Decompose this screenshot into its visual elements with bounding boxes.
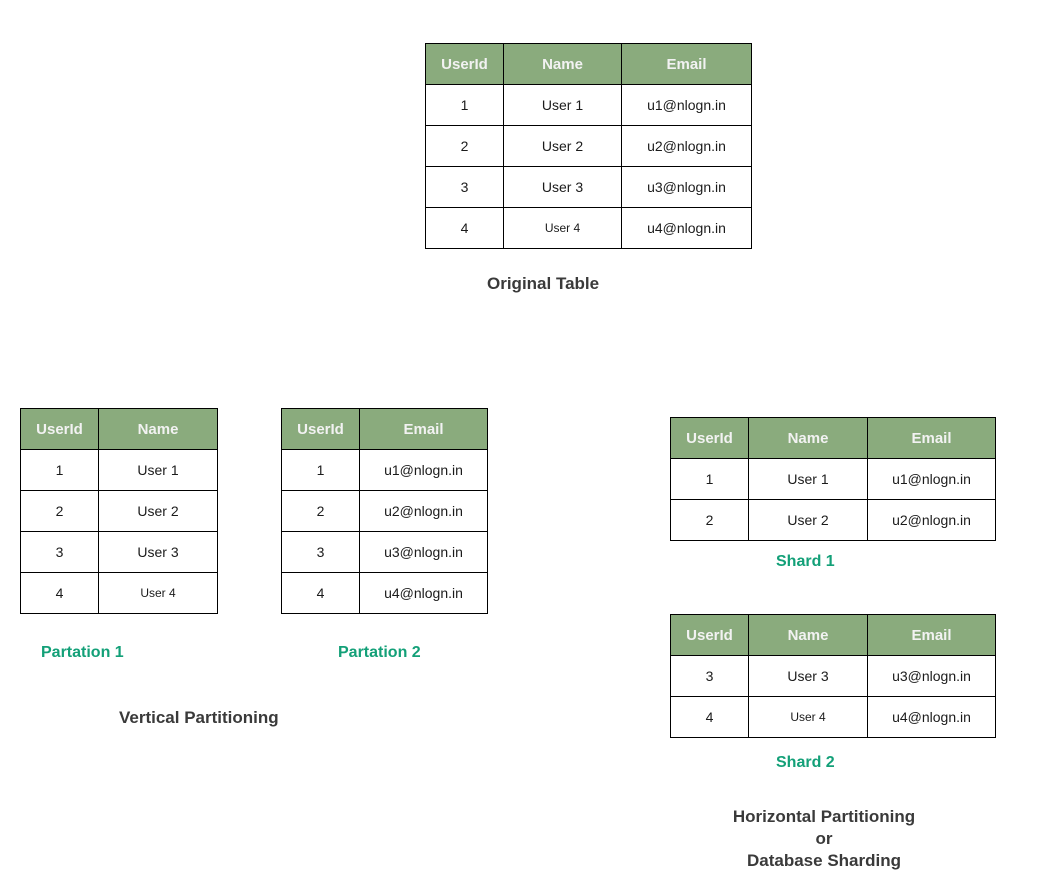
column-header: Email [621,43,752,85]
table-cell: 4 [20,572,99,614]
table-cell: 2 [20,490,99,532]
column-header: Name [748,614,868,656]
table-cell: 4 [425,207,504,249]
column-header: Email [867,614,996,656]
table-cell: u4@nlogn.in [621,207,752,249]
table-cell: 3 [425,166,504,208]
column-header: UserId [20,408,99,450]
table-cell: User 2 [98,490,218,532]
table-cell: User 4 [503,207,622,249]
horizontal-partitioning-label: Horizontal Partitioning or Database Shar… [690,806,958,872]
partition-1-caption: Partation 1 [41,644,124,661]
column-header: Name [748,417,868,459]
table-cell: u3@nlogn.in [621,166,752,208]
table-cell: u1@nlogn.in [621,84,752,126]
table-cell: u3@nlogn.in [867,655,996,697]
column-header: Email [359,408,488,450]
table-cell: User 1 [503,84,622,126]
table-cell: u2@nlogn.in [359,490,488,532]
column-header: UserId [425,43,504,85]
original-table-caption: Original Table [487,274,600,293]
vertical-partitioning-label: Vertical Partitioning [119,708,279,727]
table-cell: User 2 [503,125,622,167]
table-cell: u1@nlogn.in [867,458,996,500]
table-cell: 3 [20,531,99,573]
table-cell: User 3 [98,531,218,573]
table-cell: 2 [281,490,360,532]
table-cell: u2@nlogn.in [867,499,996,541]
table-cell: 3 [281,531,360,573]
table-cell: 4 [670,696,749,738]
column-header: Name [98,408,218,450]
table-cell: User 4 [98,572,218,614]
horizontal-label-line3: Database Sharding [747,851,901,870]
column-header: UserId [670,614,749,656]
column-header: UserId [281,408,360,450]
horizontal-label-line2: or [815,829,833,848]
column-header: UserId [670,417,749,459]
table-cell: 1 [20,449,99,491]
table-cell: 1 [281,449,360,491]
shard-1-caption: Shard 1 [776,553,835,570]
column-header: Email [867,417,996,459]
shard-2-caption: Shard 2 [776,754,835,771]
table-cell: u4@nlogn.in [359,572,488,614]
table-cell: u3@nlogn.in [359,531,488,573]
table-cell: u1@nlogn.in [359,449,488,491]
table-cell: u4@nlogn.in [867,696,996,738]
partition-2-caption: Partation 2 [338,644,421,661]
table-cell: 2 [425,125,504,167]
table-cell: 1 [425,84,504,126]
table-cell: 1 [670,458,749,500]
table-cell: User 3 [748,655,868,697]
table-cell: 2 [670,499,749,541]
column-header: Name [503,43,622,85]
table-cell: 3 [670,655,749,697]
table-cell: User 1 [98,449,218,491]
table-cell: User 3 [503,166,622,208]
table-cell: 4 [281,572,360,614]
table-cell: User 2 [748,499,868,541]
table-cell: u2@nlogn.in [621,125,752,167]
table-cell: User 4 [748,696,868,738]
table-cell: User 1 [748,458,868,500]
horizontal-label-line1: Horizontal Partitioning [732,807,916,826]
